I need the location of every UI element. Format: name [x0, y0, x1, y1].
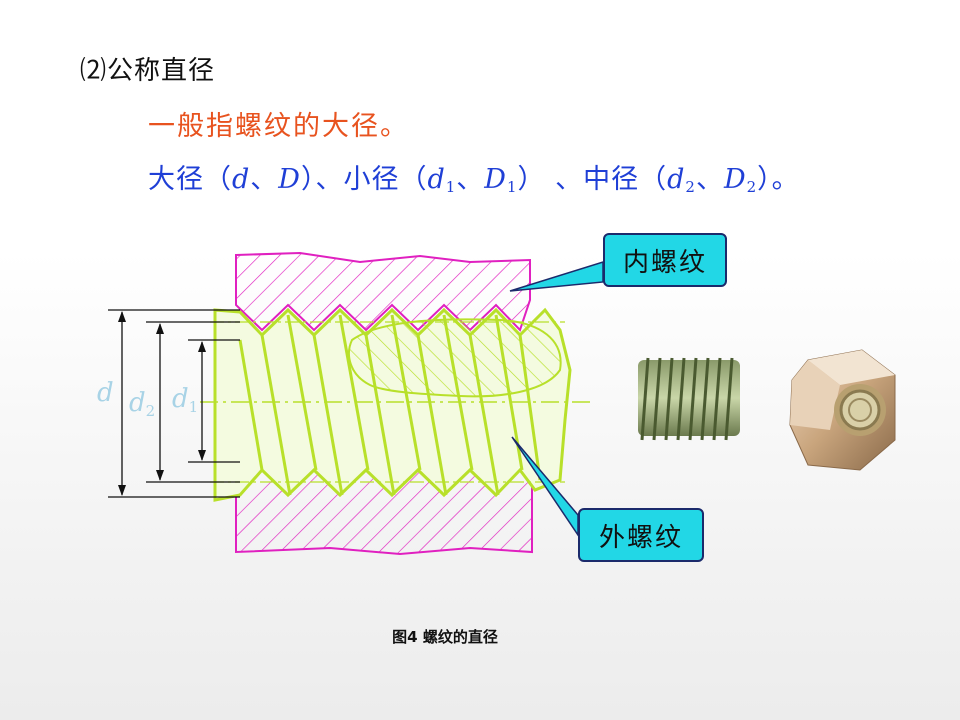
nut-section-top — [235, 251, 531, 332]
symbol-d1: d — [427, 164, 446, 195]
hex-nut-image — [789, 349, 896, 471]
dim-subscript: 2 — [145, 402, 156, 420]
dim-symbol: d — [97, 378, 114, 408]
diameter-text: ）、小径（ — [300, 164, 428, 195]
dimension-arrows — [118, 311, 206, 496]
internal-thread-callout: 内螺纹 — [603, 233, 727, 287]
diameter-text: ） 、中径（ — [517, 164, 668, 195]
diameter-text: 大径（ — [148, 164, 232, 195]
dim-label-d1: d1 — [172, 384, 198, 416]
dimension-lines — [108, 309, 240, 498]
dim-subscript: 1 — [188, 398, 199, 416]
subscript: 1 — [506, 178, 518, 196]
dim-label-d2: d2 — [129, 388, 155, 420]
definition-line: 一般指螺纹的大径。 — [148, 111, 409, 142]
diameter-list-line: 大径（d、D）、小径（d1、D1） 、中径（d2、D2）。 — [148, 157, 800, 196]
separator: 、 — [695, 164, 724, 195]
dim-symbol: d — [129, 388, 146, 418]
bolt-broken-section — [348, 318, 562, 398]
diameter-text: ）。 — [757, 164, 800, 195]
separator: 、 — [250, 164, 279, 195]
threaded-rod-image — [638, 357, 740, 441]
external-thread-callout: 外螺纹 — [578, 508, 704, 562]
symbol-D: D — [278, 164, 301, 195]
separator: 、 — [456, 164, 485, 195]
symbol-D1: D — [484, 164, 507, 195]
figure-caption: 图4 螺纹的直径 — [392, 628, 498, 646]
subscript: 2 — [746, 178, 758, 196]
symbol-d: d — [232, 164, 251, 195]
dim-label-d: d — [97, 378, 114, 408]
section-heading: ⑵公称直径 — [80, 56, 216, 86]
subscript: 2 — [685, 178, 696, 196]
subscript: 1 — [445, 178, 457, 196]
dim-symbol: d — [172, 384, 189, 414]
symbol-D2: D — [723, 164, 747, 195]
symbol-d2: d — [667, 164, 686, 195]
